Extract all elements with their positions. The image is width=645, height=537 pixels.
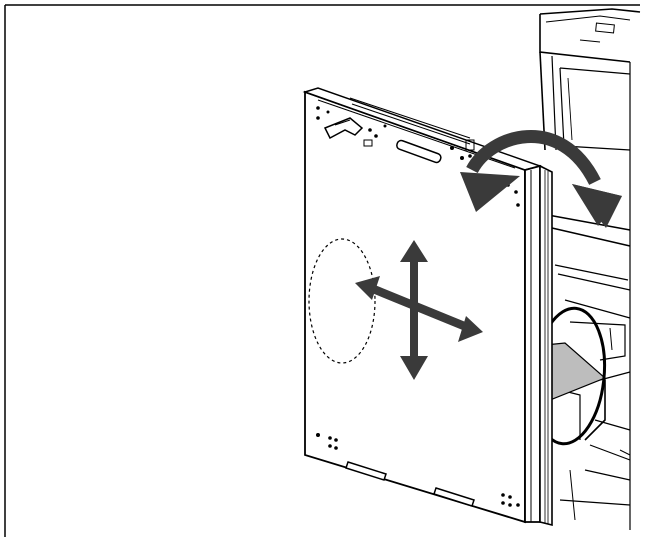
door-panel (302, 87, 553, 527)
move-cross-arrows-icon (355, 240, 483, 380)
refrigerator-cabinet (539, 8, 641, 530)
rotate-arrow-icon (460, 130, 622, 228)
dashed-handle-outline (308, 238, 376, 364)
shaded-drawer-panel (544, 342, 607, 401)
